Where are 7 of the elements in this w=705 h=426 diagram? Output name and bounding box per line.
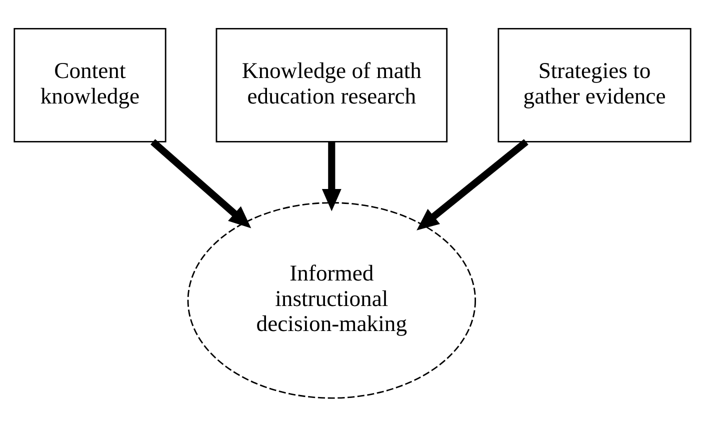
node-box: Knowledge of math education research (216, 27, 448, 142)
arrow (150, 138, 252, 228)
arrow (416, 138, 528, 230)
node-box: Strategies to gather evidence (498, 27, 692, 142)
node-ellipse: Informed instructional decision-making (187, 202, 476, 398)
arrow (322, 141, 342, 211)
node-box: Content knowledge (14, 27, 166, 142)
